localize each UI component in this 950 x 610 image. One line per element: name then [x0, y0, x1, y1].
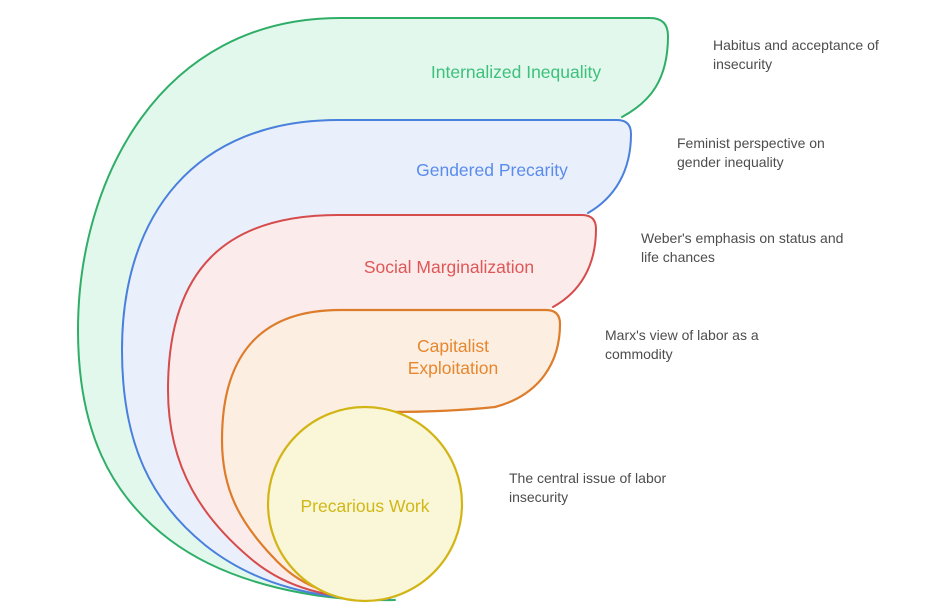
layer-gendered-precarity-outline: [120, 119, 633, 601]
layer-precarious-work-circle: [268, 407, 462, 601]
layer-capitalist-exploitation-outline: [220, 308, 562, 599]
layer-social-marginalization-outline: [166, 214, 598, 600]
layer-internalized-inequality-outline: [76, 17, 670, 602]
layer-precarious-work-outline: [266, 405, 464, 603]
